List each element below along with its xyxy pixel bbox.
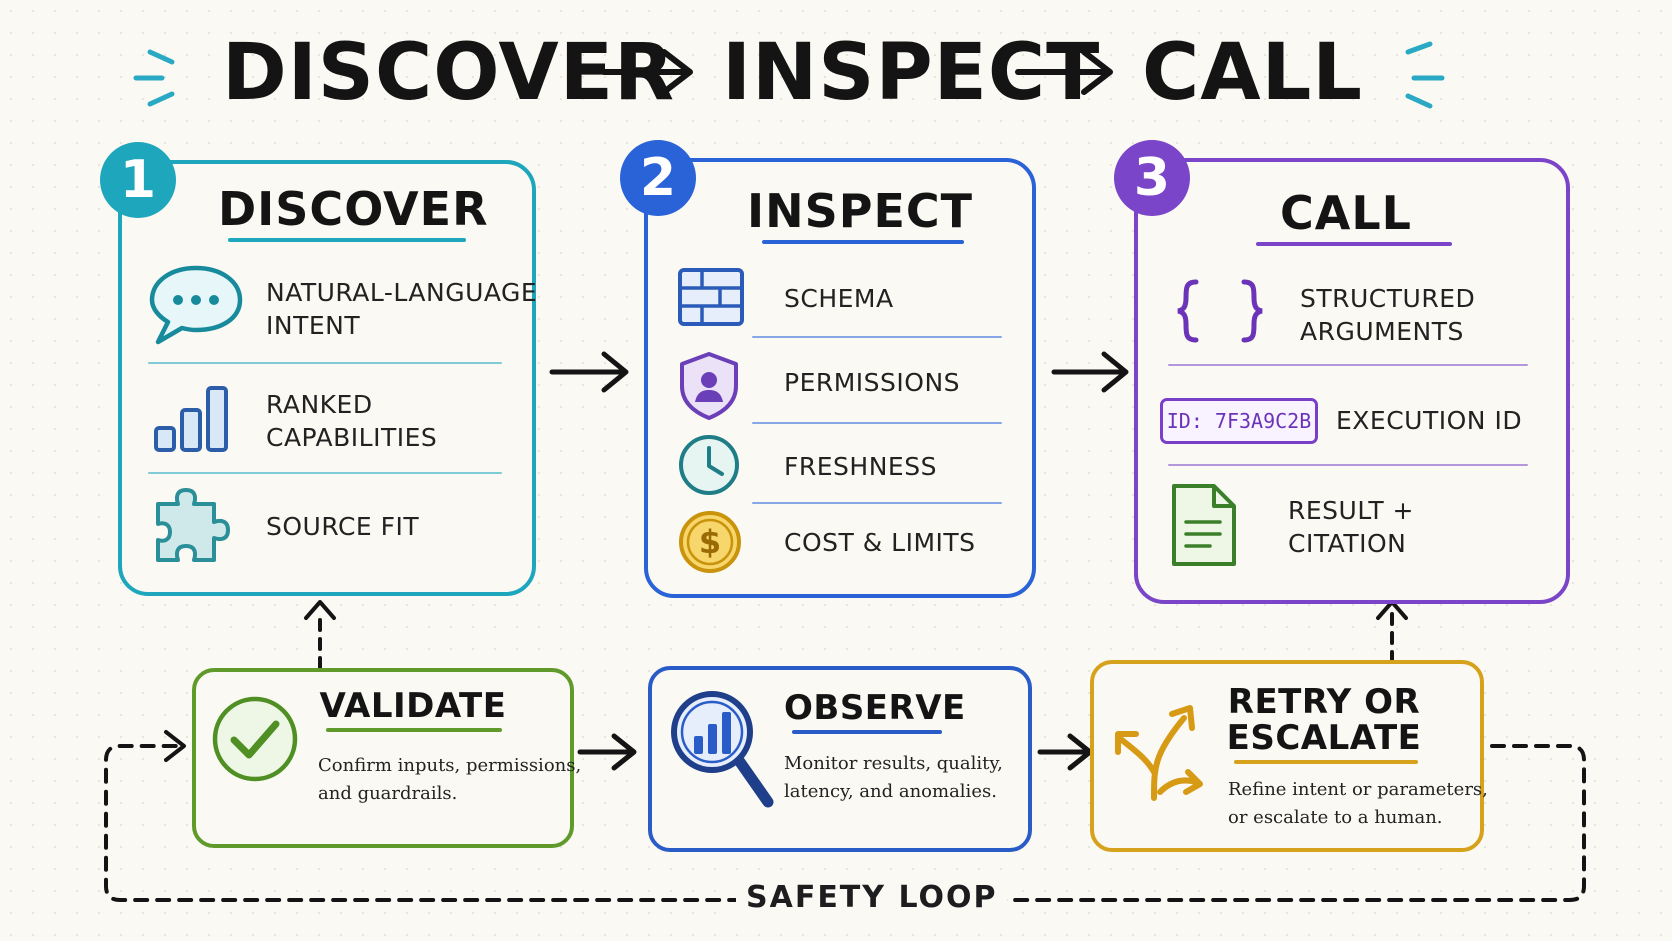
retry-heading-underline [1234, 760, 1418, 764]
discover-item-source-fit: SOURCE FIT [266, 512, 420, 541]
observe-heading-underline [792, 730, 942, 734]
split-arrows-icon [1115, 705, 1203, 801]
arrow-observe-to-retry [1037, 733, 1093, 771]
discover-item-intent: NATURAL-LANGUAGE INTENT [266, 278, 538, 340]
call-item-result: RESULT + CITATION [1288, 496, 1414, 558]
table-grid-icon [678, 268, 744, 326]
inspect-separator-2 [752, 422, 1002, 424]
call-heading-underline [1256, 242, 1452, 246]
inspect-separator-1 [752, 336, 1002, 338]
inspect-item-freshness: FRESHNESS [784, 452, 937, 481]
discover-heading-underline [228, 238, 466, 242]
dashed-arrow-validate-to-discover [304, 600, 336, 670]
magnifier-chart-icon [671, 691, 774, 808]
observe-description: Monitor results, quality, latency, and a… [784, 753, 1003, 802]
document-icon [1172, 484, 1236, 566]
bar-chart-icon [154, 386, 228, 452]
title-call: CALL [1142, 28, 1364, 118]
inspect-item-permissions: PERMISSIONS [784, 368, 961, 397]
inspect-separator-3 [752, 502, 1002, 504]
curly-braces-icon [1177, 279, 1263, 343]
arrow-validate-to-observe [577, 733, 637, 771]
discover-separator-2 [148, 472, 502, 474]
safety-loop-arrowhead [164, 730, 186, 762]
call-separator-1 [1168, 364, 1528, 366]
svg-text:$: $ [699, 523, 721, 561]
discover-heading: DISCOVER [218, 182, 489, 236]
title-arrow-2-icon [1015, 49, 1113, 95]
dollar-coin-icon: $ [679, 511, 741, 573]
title-arrow-1-icon [601, 49, 693, 95]
discover-separator-1 [148, 362, 502, 364]
observe-heading: OBSERVE [784, 688, 966, 728]
shield-user-icon [680, 352, 738, 420]
discover-item-capabilities: RANKED CAPABILITIES [266, 390, 438, 452]
call-heading: CALL [1280, 186, 1412, 240]
safety-loop-label: SAFETY LOOP [736, 880, 1008, 915]
arrow-discover-to-inspect [549, 351, 629, 393]
puzzle-piece-icon [156, 488, 230, 562]
speech-bubble-icon [149, 265, 243, 345]
retry-escalate-box [1090, 660, 1484, 852]
call-item-execution-id: EXECUTION ID [1336, 406, 1523, 435]
title-sparkle-right-icon [1405, 41, 1445, 109]
inspect-heading: INSPECT [746, 184, 974, 238]
inspect-item-schema: SCHEMA [784, 284, 894, 313]
validate-heading: VALIDATE [319, 686, 507, 726]
check-circle-icon [212, 696, 298, 782]
call-separator-2 [1168, 464, 1528, 466]
inspect-heading-underline [762, 240, 964, 244]
inspect-item-cost: COST & LIMITS [784, 528, 976, 557]
title-sparkle-left-icon [133, 49, 175, 107]
retry-description: Refine intent or parameters, or escalate… [1228, 779, 1488, 828]
inspect-step-badge: 2 [620, 140, 696, 216]
clock-icon [679, 435, 739, 495]
discover-step-badge: 1 [100, 142, 176, 218]
validate-description: Confirm inputs, permissions, and guardra… [318, 755, 582, 804]
title-discover: DISCOVER [222, 28, 676, 118]
execution-id-chip: ID: 7F3A9C2B [1160, 398, 1318, 444]
validate-heading-underline [326, 728, 502, 732]
arrow-inspect-to-call [1051, 351, 1129, 393]
call-step-badge: 3 [1114, 140, 1190, 216]
retry-heading: RETRY OR ESCALATE [1226, 682, 1422, 758]
call-item-arguments: STRUCTURED ARGUMENTS [1300, 284, 1476, 346]
dashed-arrow-retry-to-call [1376, 600, 1408, 664]
